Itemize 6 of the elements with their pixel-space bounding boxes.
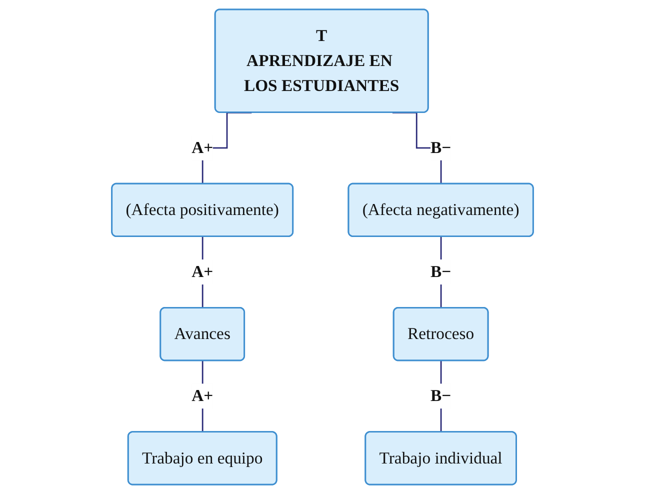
edge-label: B− [430, 386, 452, 405]
edge-label: B− [430, 262, 452, 281]
edge-label: B− [430, 138, 452, 157]
edge-label: A+ [192, 386, 214, 405]
edge-label: A+ [192, 138, 214, 157]
edge-label: A+ [192, 262, 214, 281]
